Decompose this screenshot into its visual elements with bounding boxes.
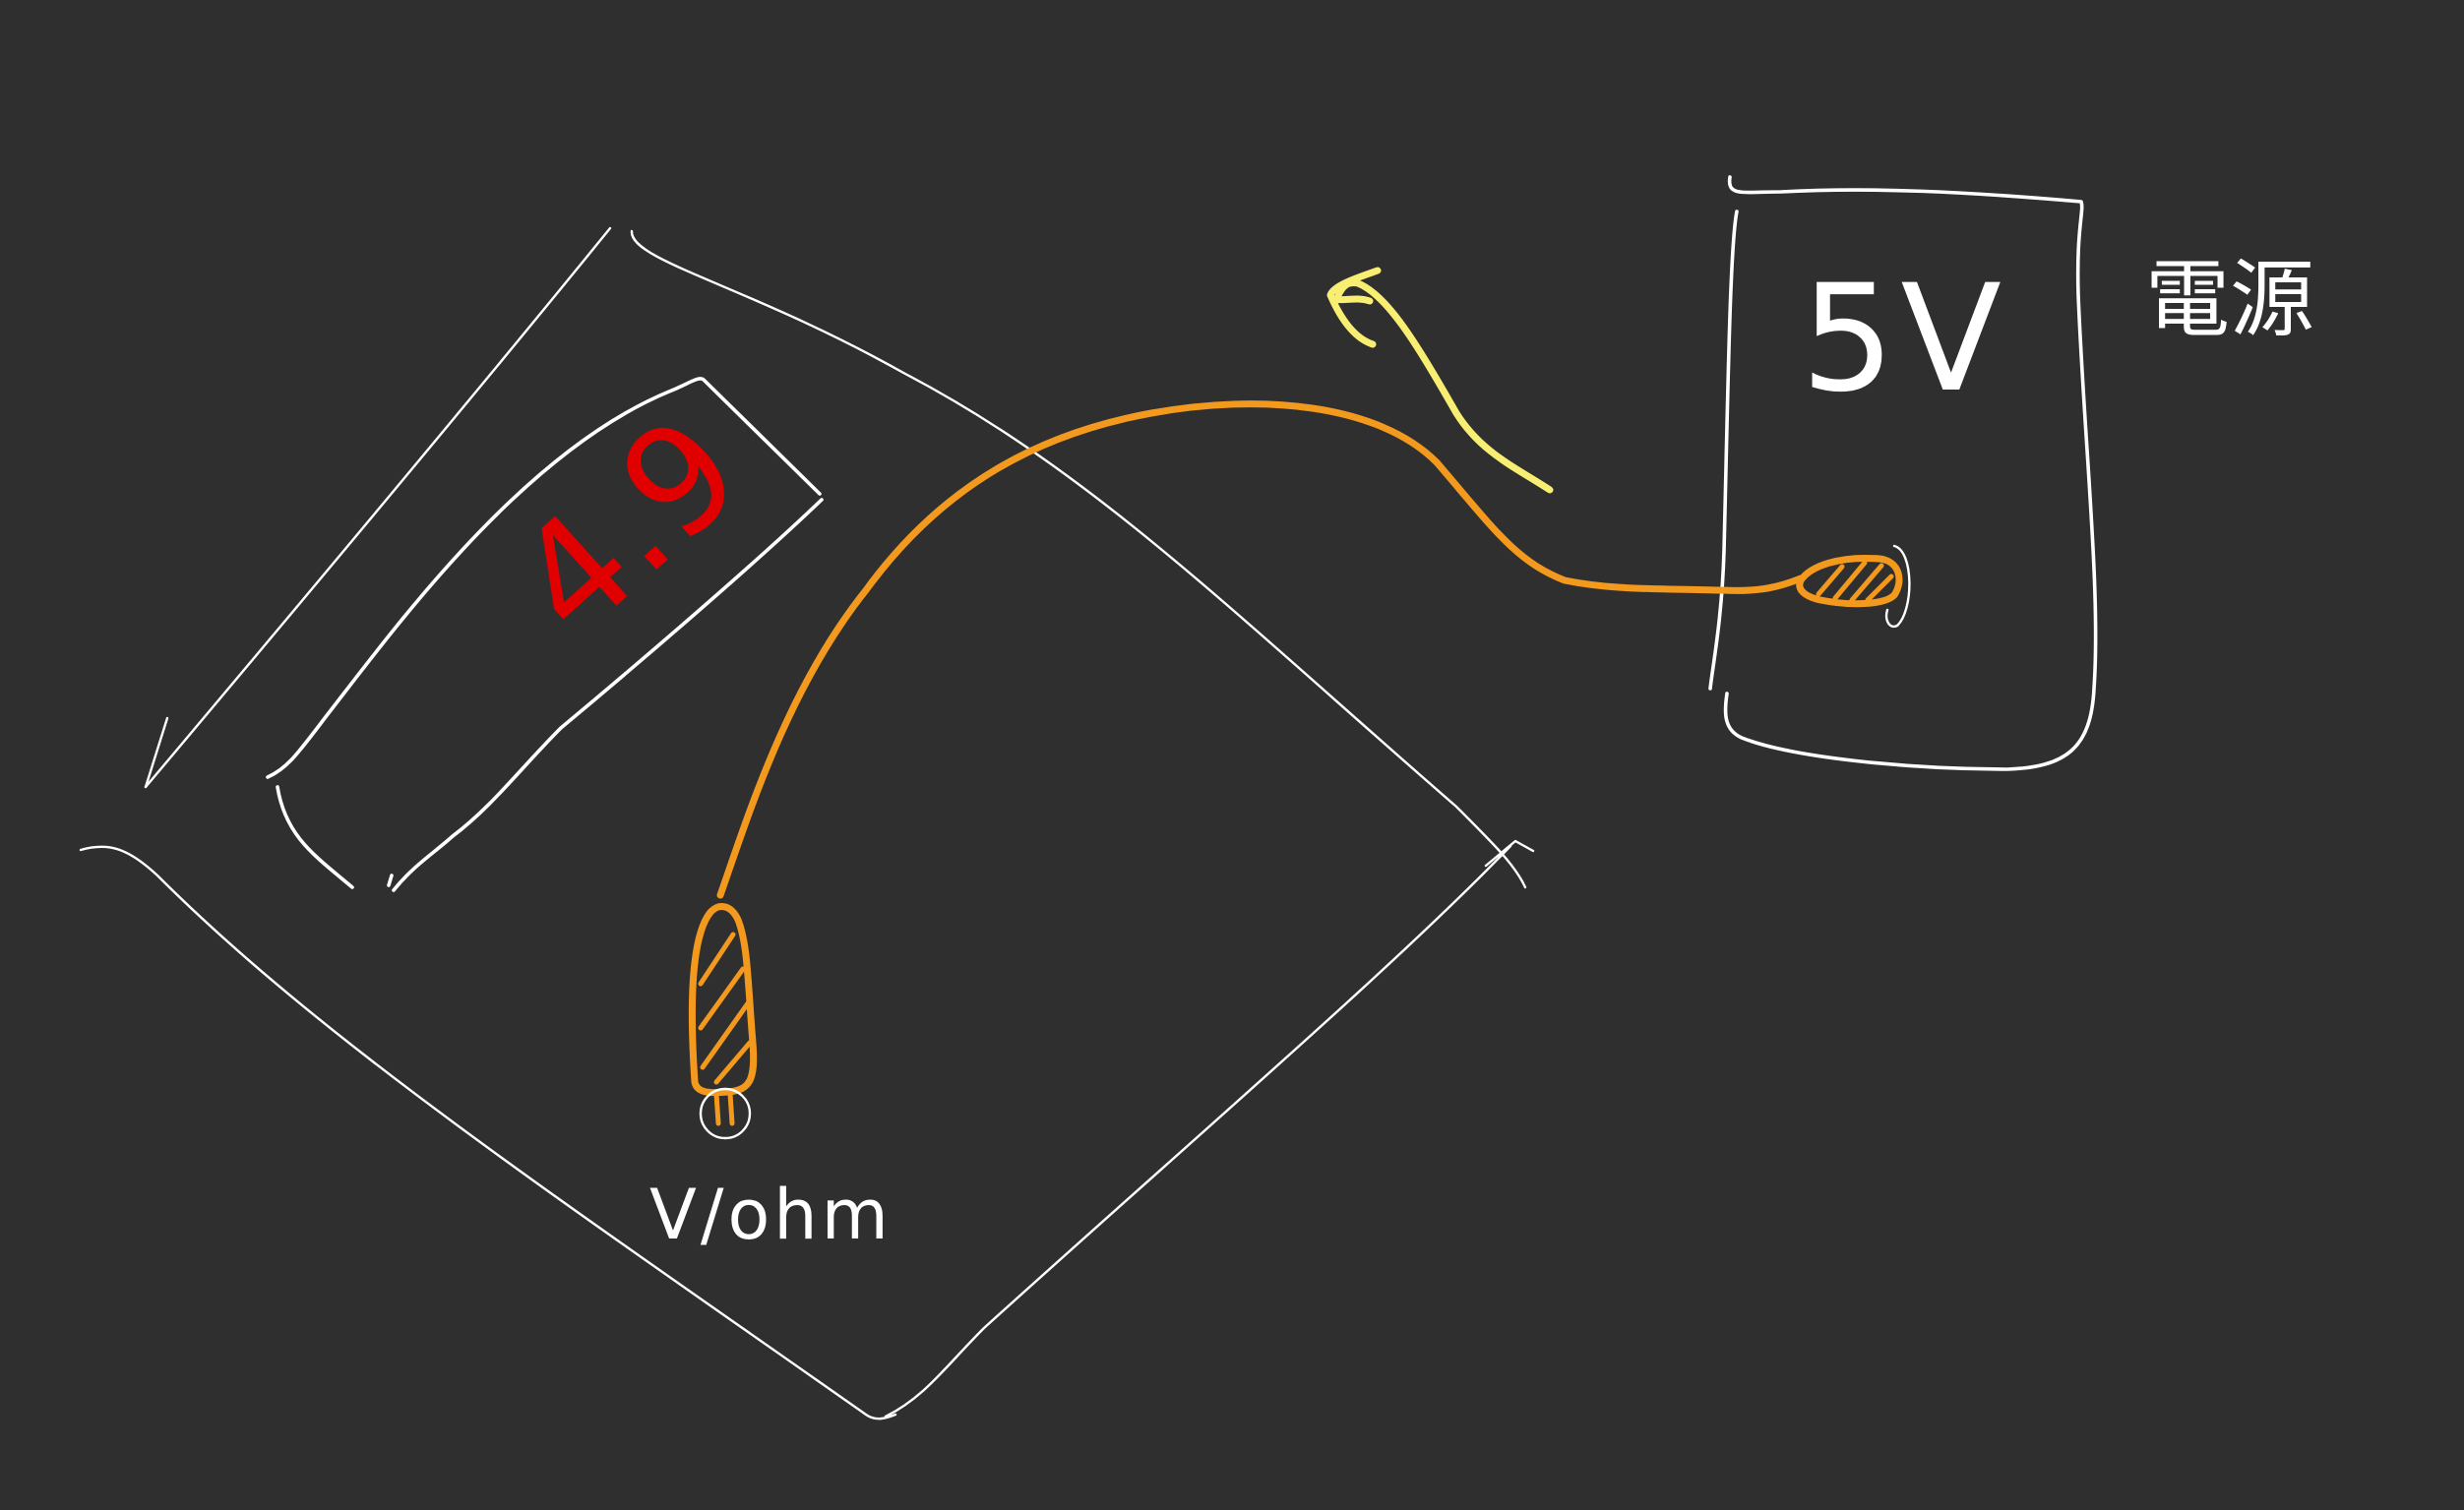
meter-display-top-edge [266,377,822,779]
source-probe-body [1796,554,1903,608]
source-probe-tip [1796,544,1911,629]
multimeter-outline [79,226,1535,1420]
multimeter-edge-lower-left [79,845,897,1420]
source-terminal-outline [1884,544,1911,629]
meter-display-inner-tick [387,874,394,887]
power-source-left-edge [1708,210,1739,691]
power-source-box [1723,175,2098,771]
direction-arrow-head [1326,267,1382,348]
meter-display-bottom-edge [392,498,824,892]
meter-display-outline [266,377,824,892]
meter-jack-label: V/ohm [649,1175,893,1255]
meter-plug-hatch [698,932,753,1085]
test-lead-cable [716,400,1805,899]
direction-arrow [1326,267,1554,494]
multimeter-edge-upper-left-tick [144,716,169,789]
multimeter-edge-upper-left [144,226,612,789]
multimeter-edge-top-right [630,229,1527,889]
meter-plug-body [688,903,758,1097]
power-source-voltage-label: 5V [1801,254,2008,425]
meter-plug [688,903,758,1140]
multimeter-edge-right-tick [1484,839,1535,868]
multimeter-edge-lower-right [884,844,1512,1419]
meter-jack-icon [699,1087,752,1140]
meter-plug-pins [713,1091,735,1126]
source-probe-hatch [1816,560,1894,603]
meter-display-left-edge [276,785,354,889]
power-source-outline [1708,175,2098,771]
power-source-name-label: 電源 [2145,251,2314,349]
direction-arrow-shaft [1334,279,1554,494]
